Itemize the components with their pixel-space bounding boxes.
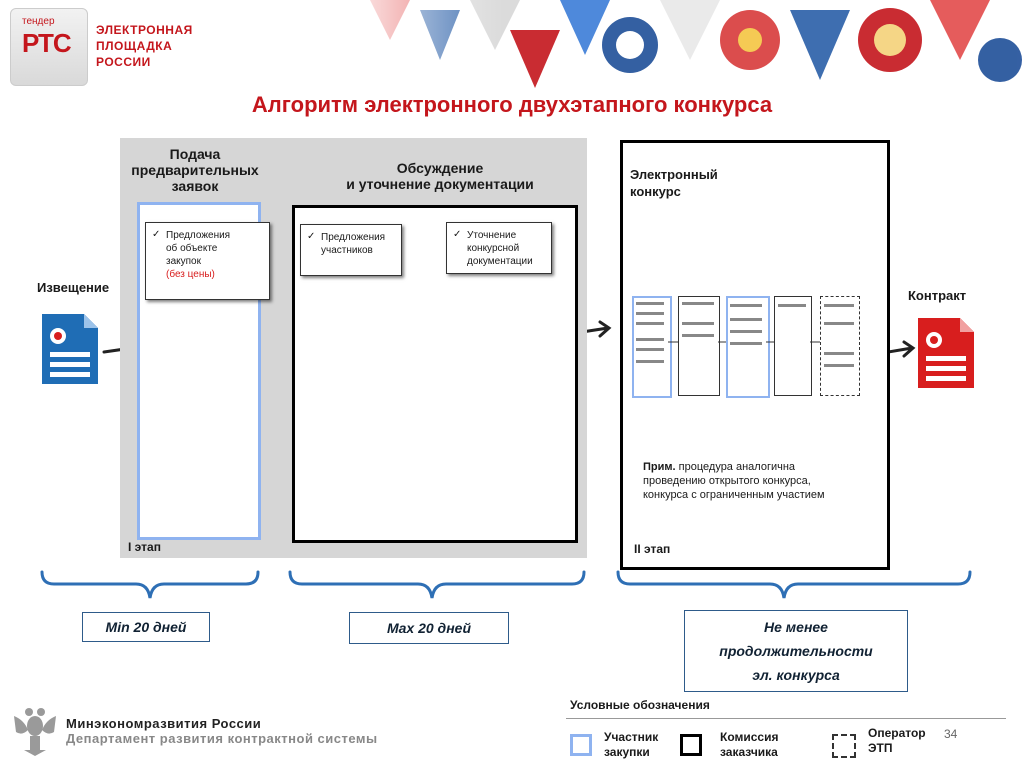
legend-text: закупки [604, 745, 650, 759]
duration-line: продолжительности [719, 643, 873, 659]
discussion-heading: Обсуждение и уточнение документации [300, 160, 580, 192]
documentation-card: ✓ Уточнение конкурсной документации [446, 222, 552, 274]
coat-of-arms-icon [14, 708, 56, 756]
page-title: Алгоритм электронного двухэтапного конку… [251, 92, 773, 117]
commission-legend-swatch [680, 734, 702, 756]
brand-line-1: ЭЛЕКТРОННАЯ [96, 23, 193, 37]
card-text-red: (без цены) [166, 269, 215, 280]
brand-line-3: РОССИИ [96, 55, 151, 69]
bracket-max [288, 570, 586, 599]
logo-text: РТС [22, 28, 72, 58]
mini-flowchart [632, 282, 882, 402]
logo-small-text: тендер [22, 16, 55, 27]
stage-two-note: Прим. процедура аналогична проведению от… [643, 460, 873, 502]
mini-flowchart-lines [636, 302, 854, 367]
legend-text: Комиссия [720, 730, 779, 744]
card-text: Уточнение [467, 230, 517, 241]
legend-text: Участник [604, 730, 659, 744]
mini-step [678, 296, 720, 396]
stage-one-heading-line: предварительных [131, 162, 259, 178]
stage-one-heading-line: заявок [171, 178, 219, 194]
note-bold: Прим. [643, 461, 676, 473]
stage-one-heading: Подача предварительных заявок [120, 146, 270, 194]
bracket-stage2 [616, 570, 972, 599]
discussion-heading-line: Обсуждение [396, 160, 484, 176]
note-text: конкурса с ограниченным участием [643, 489, 825, 501]
card-text: участников [321, 245, 373, 256]
legend-text: Оператор [868, 726, 926, 740]
ministry-department: Департамент развития контрактной системы [66, 731, 378, 746]
arrow-4 [886, 340, 916, 358]
check-icon: ✓ [453, 229, 462, 240]
ministry-line: Минэкономразвития России [66, 716, 262, 731]
commission-legend-label: Комиссия заказчика [720, 730, 778, 760]
stage-one-heading-line: Подача [169, 146, 221, 162]
legend-text: заказчика [720, 745, 778, 759]
notice-document-icon [42, 314, 98, 384]
mini-step [726, 296, 770, 398]
operator-legend-label: Оператор ЭТП [868, 726, 926, 756]
mini-step [774, 296, 812, 396]
check-icon: ✓ [152, 229, 161, 240]
note-text: процедура аналогична [675, 461, 796, 473]
card-text: Предложения [321, 232, 386, 243]
check-icon: ✓ [307, 231, 316, 242]
brand-name: ЭЛЕКТРОННАЯ ПЛОЩАДКА РОССИИ [96, 22, 193, 70]
brand-line-2: ПЛОЩАДКА [96, 39, 173, 53]
stage-two-footer: II этап [634, 542, 671, 556]
card-text: документации [467, 256, 533, 267]
card-text: Предложения [166, 230, 231, 241]
discussion-heading-line: и уточнение документации [346, 176, 534, 192]
legend-divider [566, 718, 1006, 719]
notice-label: Извещение [37, 280, 110, 295]
duration-line: эл. конкурса [752, 667, 840, 683]
max-duration: Max 20 дней [349, 612, 509, 644]
legend-text: ЭТП [868, 741, 893, 755]
participant-legend-swatch [570, 734, 592, 756]
participant-legend-label: Участник закупки [604, 730, 658, 760]
operator-legend-swatch [832, 734, 856, 758]
stage-one-footer: I этап [128, 540, 161, 554]
note-text: проведению открытого конкурса, [643, 475, 811, 487]
stage-two-heading-line: конкурс [630, 184, 681, 199]
card-text: об объекте [166, 243, 218, 254]
duration-brackets [40, 570, 972, 599]
page-number: 34 [944, 727, 958, 741]
proposal-card: ✓ Предложения об объекте закупок (без це… [145, 222, 270, 300]
min-duration: Min 20 дней [82, 612, 210, 642]
ministry-name: Минэкономразвития России Департамент раз… [66, 716, 378, 746]
card-text: конкурсной [467, 243, 520, 254]
card-text: закупок [166, 256, 201, 267]
logo [10, 8, 88, 86]
legend-title: Условные обозначения [570, 698, 710, 712]
stage-two-heading: Электронный конкурс [630, 166, 718, 200]
mini-step [820, 296, 860, 396]
ornament-banner [330, 0, 1024, 88]
stage-two-duration: Не менее продолжительности эл. конкурса [684, 610, 908, 692]
bracket-min [40, 570, 260, 599]
stage-two-heading-line: Электронный [630, 167, 718, 182]
contract-label: Контракт [908, 288, 967, 303]
duration-line: Не менее [764, 619, 828, 635]
participant-proposals-card: ✓ Предложения участников [300, 224, 402, 276]
contract-document-icon [918, 318, 974, 388]
